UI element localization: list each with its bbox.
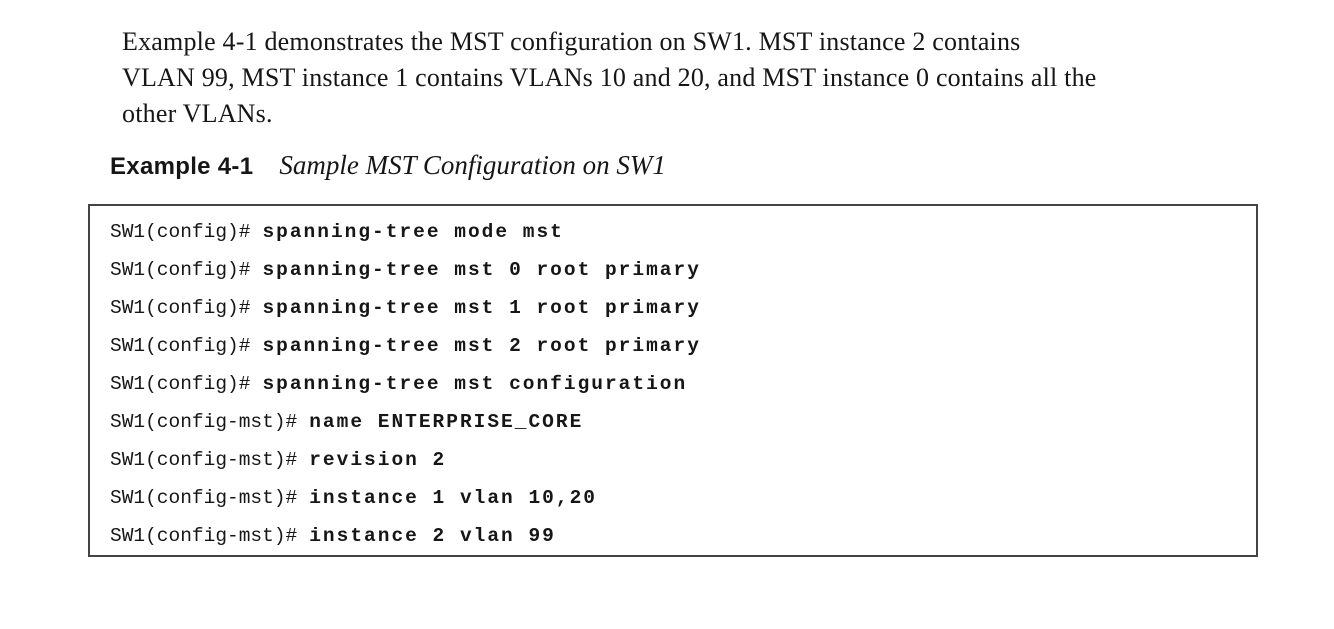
code-line: SW1(config-mst)# revision 2 <box>110 441 1246 479</box>
cli-command: spanning-tree mode mst <box>262 221 564 243</box>
cli-prompt: SW1(config)# <box>110 297 251 319</box>
cli-command: instance 1 vlan 10,20 <box>309 487 597 509</box>
cli-prompt: SW1(config)# <box>110 373 251 395</box>
cli-prompt: SW1(config-mst)# <box>110 449 298 471</box>
cli-command: spanning-tree mst configuration <box>262 373 688 395</box>
code-line: SW1(config)# spanning-tree mst 0 root pri… <box>110 251 1246 289</box>
code-line: SW1(config-mst)# instance 2 vlan 99 <box>110 517 1246 555</box>
intro-paragraph-line: Example 4-1 demonstrates the MST configu… <box>122 27 1021 56</box>
cli-command: name ENTERPRISE_CORE <box>309 411 584 433</box>
cli-command: instance 2 vlan 99 <box>309 525 556 547</box>
example-caption-title: Sample MST Configuration on SW1 <box>279 150 666 180</box>
cli-command: revision 2 <box>309 449 447 471</box>
intro-paragraph-line: other VLANs. <box>122 99 273 128</box>
example-caption: Example 4-1 Sample MST Configuration on S… <box>110 150 666 181</box>
code-line: SW1(config-mst)# name ENTERPRISE_CORE <box>110 403 1246 441</box>
code-line: SW1(config)# spanning-tree mst 1 root pri… <box>110 289 1246 327</box>
code-line: SW1(config)# spanning-tree mst configurat… <box>110 365 1246 403</box>
intro-paragraph-line: VLAN 99, MST instance 1 contains VLANs 1… <box>122 63 1097 92</box>
cli-command: spanning-tree mst 1 root primary <box>262 297 701 319</box>
cli-command: spanning-tree mst 0 root primary <box>262 259 701 281</box>
cli-command: spanning-tree mst 2 root primary <box>262 335 701 357</box>
cli-prompt: SW1(config)# <box>110 335 251 357</box>
intro-paragraph: Example 4-1 demonstrates the MST configu… <box>122 24 1097 132</box>
code-line: SW1(config)# spanning-tree mode mst <box>110 213 1246 251</box>
code-line: SW1(config)# spanning-tree mst 2 root pri… <box>110 327 1246 365</box>
cli-prompt: SW1(config-mst)# <box>110 525 298 547</box>
code-line: SW1(config-mst)# instance 1 vlan 10,20 <box>110 479 1246 517</box>
cli-prompt: SW1(config-mst)# <box>110 411 298 433</box>
cli-prompt: SW1(config)# <box>110 259 251 281</box>
cli-prompt: SW1(config-mst)# <box>110 487 298 509</box>
code-example-box: SW1(config)# spanning-tree mode mst SW1(c… <box>88 204 1258 557</box>
cli-prompt: SW1(config)# <box>110 221 251 243</box>
example-caption-label: Example 4-1 <box>110 153 254 180</box>
